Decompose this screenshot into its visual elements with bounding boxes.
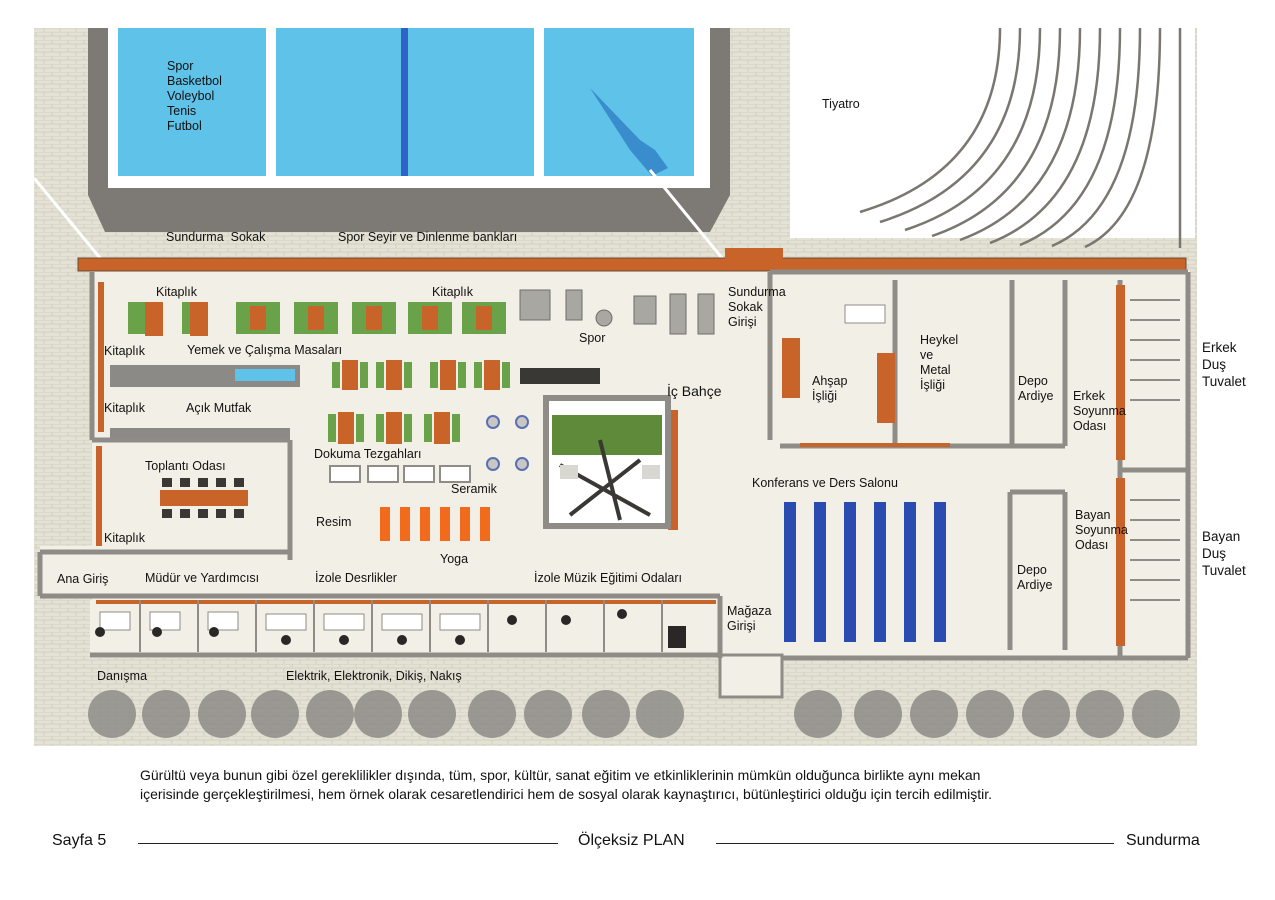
label-inner-garden: İç Bahçe [667, 383, 722, 399]
caption-text: Gürültü veya bunun gibi özel gereklilikl… [140, 767, 993, 802]
label-storage-1: Depo Ardiye [1018, 374, 1054, 403]
trees [88, 690, 1180, 738]
label-sport-area: Spor [579, 331, 606, 345]
label-crafts: Elektrik, Elektronik, Dikiş, Nakış [286, 669, 462, 683]
label-music-rooms: İzole Müzik Eğitimi Odaları [534, 571, 682, 585]
label-library-5: Kitaplık [104, 531, 145, 545]
small-rooms [139, 600, 663, 652]
label-sports-benches: Spor Seyir ve Dinlenme bankları [338, 230, 518, 244]
kitchen [110, 365, 600, 438]
label-storage-2: Depo Ardiye [1017, 563, 1053, 592]
label-sculpture-workshop: Heykel ve Metal İşliği [920, 333, 959, 392]
bench-strip [77, 257, 1187, 272]
label-painting: Resim [316, 515, 352, 529]
inner-garden [543, 395, 671, 529]
footer-page: Sayfa 5 [52, 832, 107, 849]
label-sports: Spor Basketbol Voleybol Tenis Futbol [167, 59, 222, 133]
label-library-2: Kitaplık [432, 285, 473, 299]
wood-fixtures [96, 282, 1125, 646]
footer-title: Ölçeksiz PLAN [578, 832, 685, 849]
shower-cubicles [1130, 299, 1180, 601]
label-theatre: Tiyatro [822, 97, 860, 111]
desks [99, 611, 481, 631]
label-dining-tables: Yemek ve Çalışma Masaları [187, 343, 343, 357]
label-information: Danışma [97, 669, 148, 683]
label-shop-entrance: Mağaza Girişi [727, 604, 772, 633]
label-conference: Konferans ve Ders Salonu [752, 476, 898, 490]
footer-rule-left [138, 843, 558, 844]
footer-project: Sundurma [1126, 832, 1200, 849]
label-men-shower: Erkek Duş Tuvalet [1202, 340, 1246, 389]
stools [95, 609, 686, 648]
conference-seats [784, 502, 946, 642]
workshop-table [844, 304, 886, 324]
theatre [790, 27, 1195, 249]
label-men-locker: Erkek Soyunma Odası [1073, 389, 1126, 433]
label-open-kitchen: Açık Mutfak [186, 401, 252, 415]
label-women-shower: Bayan Duş Tuvalet [1202, 529, 1246, 578]
yoga-mats [380, 507, 490, 541]
label-library-1: Kitaplık [156, 285, 197, 299]
dining-tables [128, 302, 510, 444]
label-street-entrance: Sundurma Sokak Girişi [728, 285, 786, 329]
label-main-entrance: Ana Giriş [57, 572, 109, 586]
label-weaving: Dokuma Tezgahları [314, 447, 422, 461]
label-wood-workshop: Ahşap İşliği [812, 374, 848, 403]
meeting-table [160, 478, 248, 518]
label-ceramics: Seramik [451, 482, 497, 496]
label-women-locker: Bayan Soyunma Odası [1075, 508, 1128, 552]
weaving-looms [329, 465, 471, 483]
label-library-4: Kitaplık [104, 401, 145, 415]
sport-equipment [519, 289, 715, 335]
label-isolated-lessons: İzole Desrlikler [315, 571, 397, 585]
label-yoga: Yoga [440, 552, 469, 566]
ceramics-wheels [486, 415, 529, 471]
label-sundurma-street: Sundurma Sokak [166, 230, 266, 244]
footer-rule-right [716, 843, 1114, 844]
label-meeting-room: Toplantı Odası [145, 459, 226, 473]
label-library-3: Kitaplık [104, 344, 145, 358]
label-director: Müdür ve Yardımcısı [145, 571, 260, 585]
